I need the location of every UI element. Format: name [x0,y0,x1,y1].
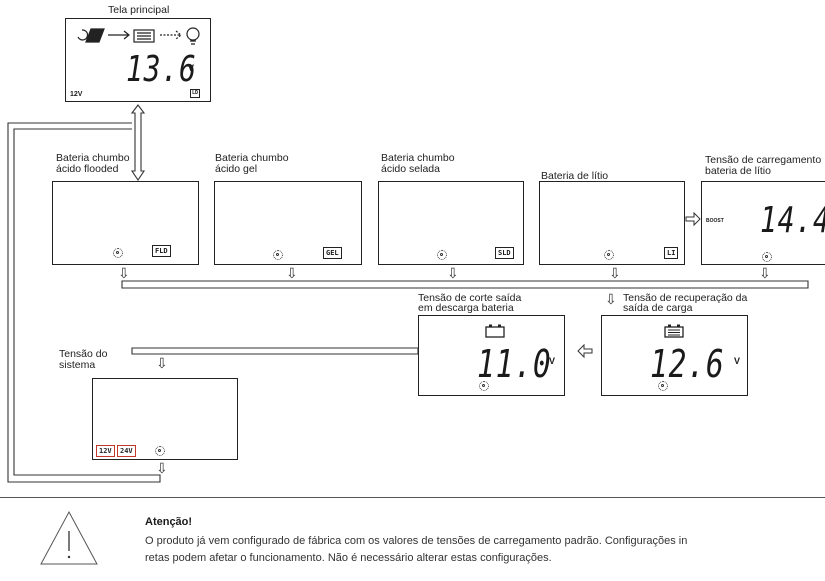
down-arrow-icon: ⇩ [447,265,459,281]
gear-icon [604,250,614,260]
system-voltage-label-1: Tensão do [59,348,108,360]
battery-type-badge: GEL [323,247,342,259]
battery-icon [485,324,505,338]
gear-icon [658,381,668,391]
gear-icon [479,381,489,391]
cutoff-display[interactable]: 11.0 V [418,315,565,396]
boost-mode-label: BOOST [706,218,724,224]
gear-icon [155,446,165,456]
down-arrow-icon: ⇩ [156,355,168,371]
flooded-label-1: Bateria chumbo [56,152,130,164]
lithium-charge-label-1: Tensão de carregamento [705,154,822,166]
gear-icon [437,250,447,260]
moon-icon [77,29,89,41]
arrow-icon [108,30,130,40]
main-voltage-unit: V [188,63,195,73]
sealed-label-2: ácido selada [381,163,440,175]
down-arrow-icon: ⇩ [156,460,168,476]
lithium-display[interactable]: LI [539,181,685,265]
divider [0,497,825,498]
cutoff-value: 11.0 [477,342,552,386]
warning-title: Atenção! [145,516,193,528]
gel-label-2: ácido gel [215,163,258,175]
down-arrow-icon: ⇩ [118,265,130,281]
main-screen-title: Tela principal [108,4,170,16]
flooded-display[interactable]: FLD [52,181,199,265]
battery-type-badge: SLD [495,247,514,259]
gel-label-1: Bateria chumbo [215,152,289,164]
recovery-label-1: Tensão de recuperação da [623,292,748,304]
bulb-icon [186,27,200,41]
recovery-display[interactable]: 12.6 V [601,315,748,396]
cutoff-unit: V [549,356,556,366]
solar-panel-icon [85,28,105,43]
main-screen-display: 13.6 V 12V LD [65,18,211,102]
battery-type-badge: FLD [152,245,171,257]
gel-display[interactable]: GEL [214,181,362,265]
system-voltage-label-2: sistema [59,359,96,371]
down-arrow-icon: ⇩ [605,291,617,307]
system-voltage-display[interactable]: 12V 24V [92,378,238,460]
battery-icon [133,29,155,43]
gear-icon [273,250,283,260]
down-arrow-icon: ⇩ [609,265,621,281]
battery-icon [664,324,684,338]
recovery-label-2: saída de carga [623,302,693,314]
lithium-charge-display[interactable]: BOOST 14.4 [701,181,825,265]
system-voltage-indicator: 12V [70,91,83,98]
down-arrow-icon: ⇩ [759,265,771,281]
warning-triangle-icon [40,510,98,565]
cutoff-label-1: Tensão de corte saída [418,292,522,304]
lithium-label: Bateria de lítio [541,170,609,182]
recovery-unit: V [734,356,741,366]
load-indicator: LD [190,89,201,98]
gear-icon [762,252,772,262]
recovery-value: 12.6 [650,342,725,386]
sealed-label-1: Bateria chumbo [381,152,455,164]
sealed-display[interactable]: SLD [378,181,524,265]
lithium-charge-value: 14.4 [760,200,825,241]
warning-line-2: retas podem afetar o funcionamento. Não … [145,552,552,564]
gear-icon [113,248,123,258]
flooded-label-2: ácido flooded [56,163,119,175]
status-icons [77,27,200,45]
warning-line-1: O produto já vem configurado de fábrica … [145,535,688,547]
down-arrow-icon: ⇩ [286,265,298,281]
lithium-charge-label-2: bateria de lítio [705,165,771,177]
cutoff-label-2: em descarga bateria [418,302,514,314]
main-voltage: 13.6 [126,49,197,90]
battery-type-badge: LI [664,247,679,259]
system-12v-badge: 12V [96,445,115,457]
system-24v-badge: 24V [117,445,136,457]
